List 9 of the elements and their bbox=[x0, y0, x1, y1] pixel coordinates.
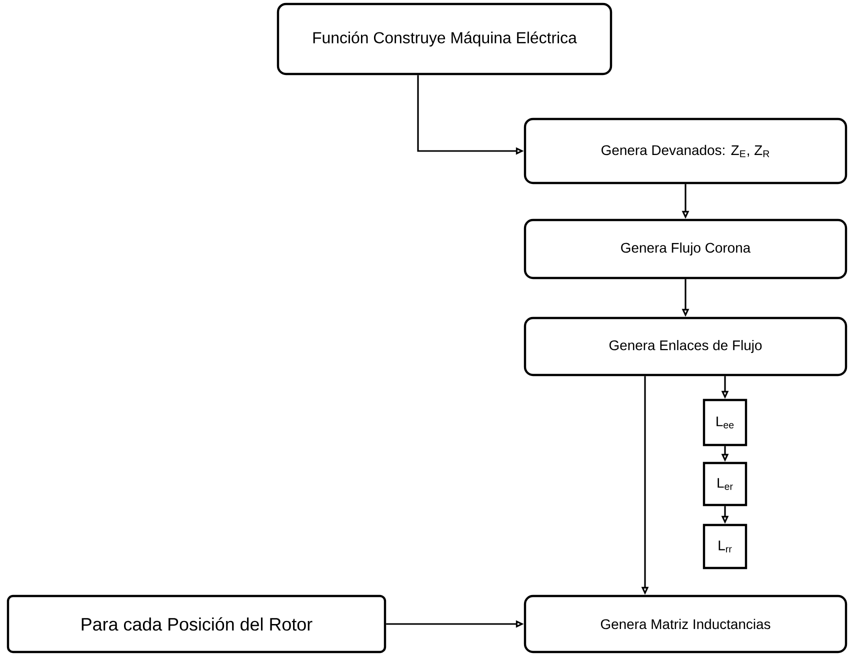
process-box: Genera Enlaces de Flujo bbox=[524, 316, 848, 376]
process-box: Genera Flujo Corona bbox=[524, 218, 848, 280]
process-box: Función Construye Máquina Eléctrica bbox=[276, 2, 612, 76]
small-box: L$_{ee}$ bbox=[702, 398, 748, 446]
small-box: L$_{er}$ bbox=[702, 462, 748, 506]
small-box: L$_{rr}$ bbox=[702, 524, 748, 570]
process-box: Genera Devanados: Z$_{E}$, Z$_{R}$ bbox=[524, 118, 848, 184]
input-box: Para cada Posición del Rotor bbox=[6, 594, 386, 654]
process-box: Genera Matriz Inductancias bbox=[524, 594, 848, 654]
